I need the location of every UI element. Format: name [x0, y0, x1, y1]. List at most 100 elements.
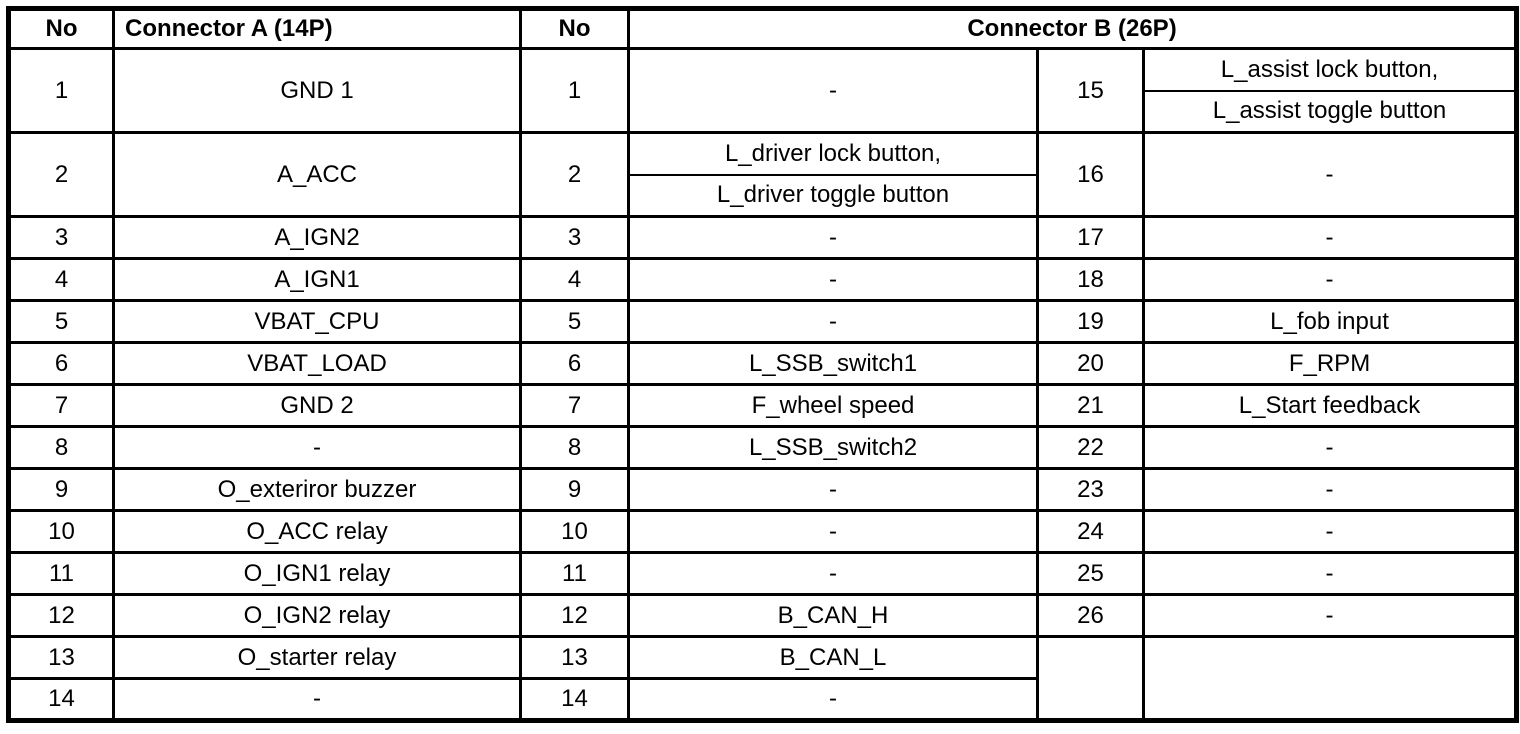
b1-signal-line1-cell: L_driver lock button,	[627, 131, 1039, 176]
b2-no-cell: 15	[1036, 47, 1145, 134]
blank-cell	[1036, 635, 1145, 722]
table-row: 13 O_starter relay 13 B_CAN_L	[7, 635, 1519, 722]
b1-no-cell: 14	[519, 677, 630, 722]
b2-no-cell: 23	[1036, 467, 1145, 512]
table-row: 14 - 14 -	[7, 677, 1517, 722]
header-no-b: No	[519, 7, 630, 50]
b1-no-cell: 12	[519, 593, 630, 638]
table-row: L_driver toggle button	[9, 173, 1517, 218]
a-no-cell: 1	[7, 47, 115, 134]
a-signal-cell: O_IGN1 relay	[112, 551, 522, 596]
table-row: 5 VBAT_CPU 5 - 19 L_fob input	[7, 299, 1519, 344]
a-signal-cell: VBAT_CPU	[112, 299, 522, 344]
b1-signal-cell: B_CAN_H	[627, 593, 1039, 638]
header-no-a: No	[7, 7, 115, 50]
a-no-cell: 9	[7, 467, 115, 512]
b2-no-cell: 26	[1036, 593, 1145, 638]
b2-signal-cell: -	[1141, 425, 1519, 470]
table-row: 8 - 8 L_SSB_switch2 22 -	[7, 425, 1519, 470]
a-signal-cell: O_ACC relay	[112, 509, 522, 554]
b2-no-cell: 20	[1036, 341, 1145, 386]
b1-no-cell: 4	[519, 257, 630, 302]
a-signal-cell: GND 1	[112, 47, 522, 134]
a-no-cell: 12	[7, 593, 115, 638]
header-connector-b: Connector B (26P)	[626, 7, 1519, 50]
table-row: 1 GND 1 1 - 15 L_assist lock button,	[7, 47, 1519, 134]
b1-no-cell: 3	[519, 215, 630, 260]
b1-no-cell: 2	[519, 131, 630, 218]
b2-no-cell: 21	[1036, 383, 1145, 428]
b2-signal-cell: F_RPM	[1141, 341, 1519, 386]
b1-no-cell: 5	[519, 299, 630, 344]
b1-signal-cell: B_CAN_L	[627, 635, 1039, 680]
a-no-cell: 3	[7, 215, 115, 260]
a-signal-cell: -	[112, 425, 522, 470]
a-signal-cell: GND 2	[112, 383, 522, 428]
a-no-cell: 5	[7, 299, 115, 344]
b1-signal-cell: -	[627, 299, 1039, 344]
b2-signal-cell: -	[1141, 215, 1519, 260]
a-no-cell: 13	[7, 635, 115, 680]
b1-no-cell: 8	[519, 425, 630, 470]
a-signal-cell: A_ACC	[112, 131, 522, 218]
b1-signal-cell: -	[627, 47, 1039, 134]
table-row: 10 O_ACC relay 10 - 24 -	[7, 509, 1519, 554]
b1-signal-cell: F_wheel speed	[627, 383, 1039, 428]
b2-signal-cell: L_fob input	[1141, 299, 1519, 344]
b2-signal-cell: -	[1141, 551, 1519, 596]
table-row: L_assist toggle button	[9, 89, 1519, 134]
header-connector-a: Connector A (14P)	[112, 7, 522, 50]
a-no-cell: 2	[7, 131, 115, 218]
b2-signal-cell: -	[1141, 593, 1519, 638]
a-signal-cell: O_exteriror buzzer	[112, 467, 522, 512]
b1-no-cell: 9	[519, 467, 630, 512]
a-signal-cell: O_starter relay	[112, 635, 522, 680]
header-row: No Connector A (14P) No Connector B (26P…	[7, 7, 1519, 50]
b1-no-cell: 10	[519, 509, 630, 554]
b2-signal-cell: -	[1141, 467, 1519, 512]
b2-no-cell: 17	[1036, 215, 1145, 260]
a-no-cell: 6	[7, 341, 115, 386]
b1-signal-cell: -	[627, 467, 1039, 512]
b1-signal-cell: L_SSB_switch2	[627, 425, 1039, 470]
table-row: 12 O_IGN2 relay 12 B_CAN_H 26 -	[7, 593, 1519, 638]
b1-signal-cell: L_SSB_switch1	[627, 341, 1039, 386]
b2-signal-cell: -	[1141, 257, 1519, 302]
a-no-cell: 11	[7, 551, 115, 596]
b2-no-cell: 25	[1036, 551, 1145, 596]
table-row: 6 VBAT_LOAD 6 L_SSB_switch1 20 F_RPM	[7, 341, 1519, 386]
b1-no-cell: 11	[519, 551, 630, 596]
table-row: 9 O_exteriror buzzer 9 - 23 -	[7, 467, 1519, 512]
b1-signal-cell: -	[627, 257, 1039, 302]
b1-signal-line2-cell: L_driver toggle button	[627, 173, 1039, 218]
a-signal-cell: VBAT_LOAD	[112, 341, 522, 386]
b2-no-cell: 16	[1036, 131, 1145, 218]
table-row: 3 A_IGN2 3 - 17 -	[7, 215, 1519, 260]
connector-pinout-table: No Connector A (14P) No Connector B (26P…	[6, 6, 1520, 723]
a-no-cell: 8	[7, 425, 115, 470]
a-signal-cell: -	[112, 677, 522, 722]
table-row: 4 A_IGN1 4 - 18 -	[7, 257, 1519, 302]
a-no-cell: 4	[7, 257, 115, 302]
b2-signal-line2-cell: L_assist toggle button	[1141, 89, 1519, 134]
b2-signal-cell: -	[1141, 509, 1519, 554]
b2-no-cell: 22	[1036, 425, 1145, 470]
b2-signal-cell: L_Start feedback	[1141, 383, 1519, 428]
b2-signal-line1-cell: L_assist lock button,	[1141, 47, 1519, 92]
a-no-cell: 7	[7, 383, 115, 428]
b1-signal-cell: -	[627, 509, 1039, 554]
b1-no-cell: 6	[519, 341, 630, 386]
table-row: 2 A_ACC 2 L_driver lock button, 16 -	[7, 131, 1519, 218]
b2-no-cell: 24	[1036, 509, 1145, 554]
b2-signal-cell: -	[1141, 131, 1519, 218]
b1-no-cell: 13	[519, 635, 630, 680]
b2-no-cell: 18	[1036, 257, 1145, 302]
table-row: 11 O_IGN1 relay 11 - 25 -	[7, 551, 1519, 596]
b1-no-cell: 1	[519, 47, 630, 134]
b1-no-cell: 7	[519, 383, 630, 428]
a-no-cell: 10	[7, 509, 115, 554]
b1-signal-cell: -	[627, 551, 1039, 596]
blank-cell	[1141, 635, 1519, 722]
a-signal-cell: A_IGN2	[112, 215, 522, 260]
